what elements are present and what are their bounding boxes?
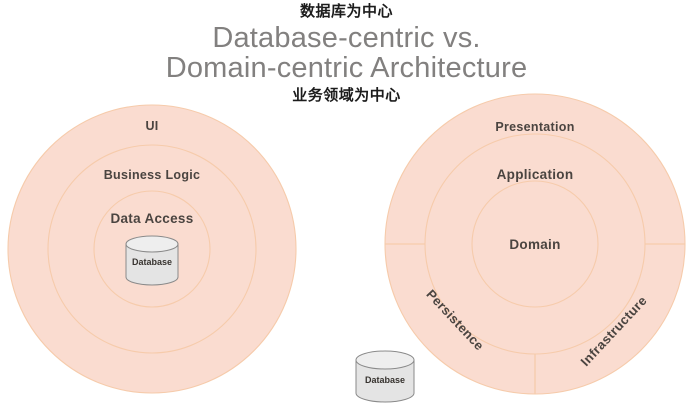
page-title: Database-centric vs. Domain-centric Arch…: [0, 21, 693, 83]
left-ring-middle-stroke: [47, 144, 257, 354]
bottom-database-cylinder-top: [355, 350, 415, 370]
annotation-database-centric: 数据库为中心: [299, 3, 393, 20]
right-ring-label-presentation: Presentation: [495, 120, 574, 134]
left-ring-label-data-access: Data Access: [110, 211, 193, 226]
left-database-cylinder: Database: [125, 235, 179, 286]
page-title-line-1: Database-centric vs.: [212, 22, 481, 54]
left-database-cylinder-top: [125, 235, 179, 253]
right-ring-label-application: Application: [497, 167, 574, 182]
bottom-database-cylinder: Database: [355, 350, 415, 403]
left-database-cylinder-label: Database: [132, 257, 172, 267]
left-ring-label-business-logic: Business Logic: [104, 168, 201, 182]
right-ring-label-domain: Domain: [509, 237, 560, 252]
bottom-database-cylinder-body: [355, 359, 415, 403]
left-database-cylinder-body: [125, 243, 179, 286]
title-block: 数据库为中心 Database-centric vs. Domain-centr…: [0, 0, 693, 105]
right-ring-outer-fill: [385, 94, 685, 394]
right-diagram-domain-centric: Presentation Application Domain Persiste…: [384, 93, 686, 395]
annotation-domain-centric: 业务领域为中心: [292, 87, 401, 104]
right-ring-inner-stroke: [471, 180, 599, 308]
bottom-database-cylinder-label: Database: [365, 375, 405, 385]
left-ring-inner-stroke: [93, 190, 211, 308]
left-ring-label-ui: UI: [145, 119, 158, 133]
page-title-line-2: Domain-centric Architecture: [165, 52, 528, 84]
left-ring-outer-stroke: [7, 104, 297, 394]
left-diagram-database-centric: UI Business Logic Data Access Database: [7, 104, 297, 394]
